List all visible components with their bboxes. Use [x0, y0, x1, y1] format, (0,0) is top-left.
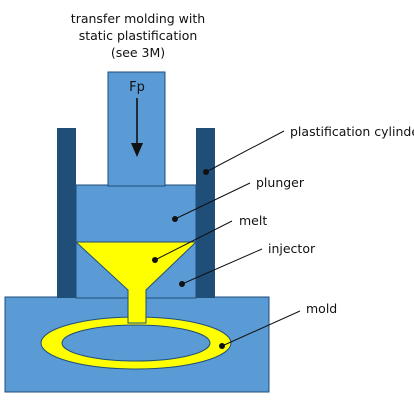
- title-line-2: static plastification: [79, 28, 198, 43]
- force-label: Fp: [129, 80, 145, 95]
- plunger-leader-line: [174, 182, 251, 220]
- plunger-body: [75, 184, 197, 243]
- title-line-1: transfer molding with: [71, 11, 205, 26]
- injector-leader-line: [181, 248, 263, 285]
- label-melt: melt: [239, 213, 267, 228]
- cylinder-leader-dot: [203, 169, 209, 175]
- label-cylinder: plastification cylinder: [290, 124, 414, 139]
- mold-leader-line: [221, 310, 301, 347]
- melt-leader-dot: [152, 257, 158, 263]
- force-arrow-head: [131, 143, 143, 157]
- plunger-leader-dot: [172, 216, 178, 222]
- melt-funnel: [74, 241, 198, 324]
- mold-cavity-core: [61, 324, 211, 362]
- title-line-3: (see 3M): [111, 45, 165, 60]
- label-mold: mold: [306, 301, 337, 316]
- label-injector: injector: [268, 241, 316, 256]
- injector-leader-dot: [179, 281, 185, 287]
- cylinder-wall-left: [57, 128, 76, 298]
- mold-leader-dot: [219, 343, 225, 349]
- cylinder-wall-right: [196, 128, 215, 298]
- melt-leader-line: [154, 220, 233, 261]
- cylinder-leader-line: [205, 130, 285, 173]
- label-plunger: plunger: [256, 175, 305, 190]
